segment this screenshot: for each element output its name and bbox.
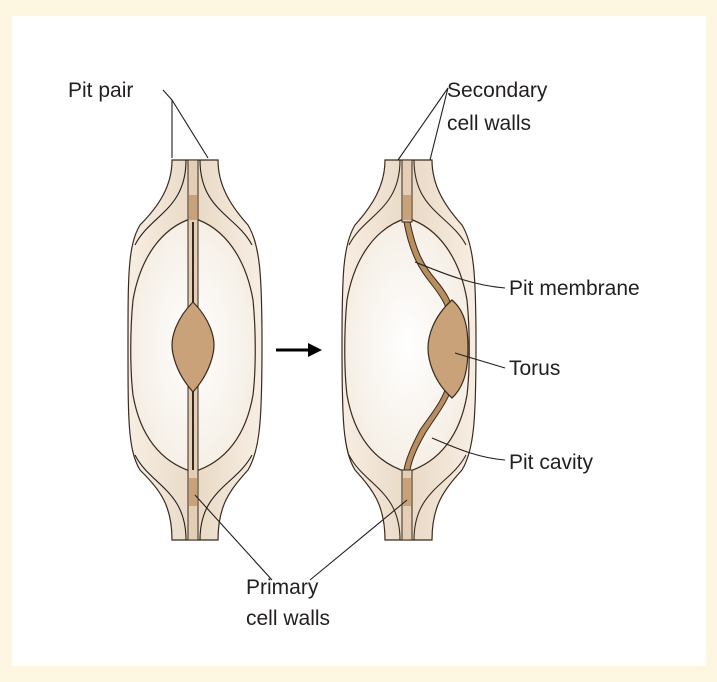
label-pit-cavity: Pit cavity (509, 451, 594, 474)
label-pit-pair: Pit pair (68, 79, 133, 102)
label-torus: Torus (509, 357, 560, 380)
right-pit-pair (342, 160, 476, 540)
label-primary-cell-walls-1: Primary (246, 576, 319, 599)
left-pit-pair (128, 160, 262, 540)
label-primary-cell-walls-2: cell walls (246, 607, 330, 630)
label-pit-membrane: Pit membrane (509, 277, 640, 300)
label-secondary-cell-walls-2: cell walls (447, 112, 531, 135)
transition-arrow (276, 343, 322, 357)
label-secondary-cell-walls-1: Secondary (447, 79, 548, 102)
